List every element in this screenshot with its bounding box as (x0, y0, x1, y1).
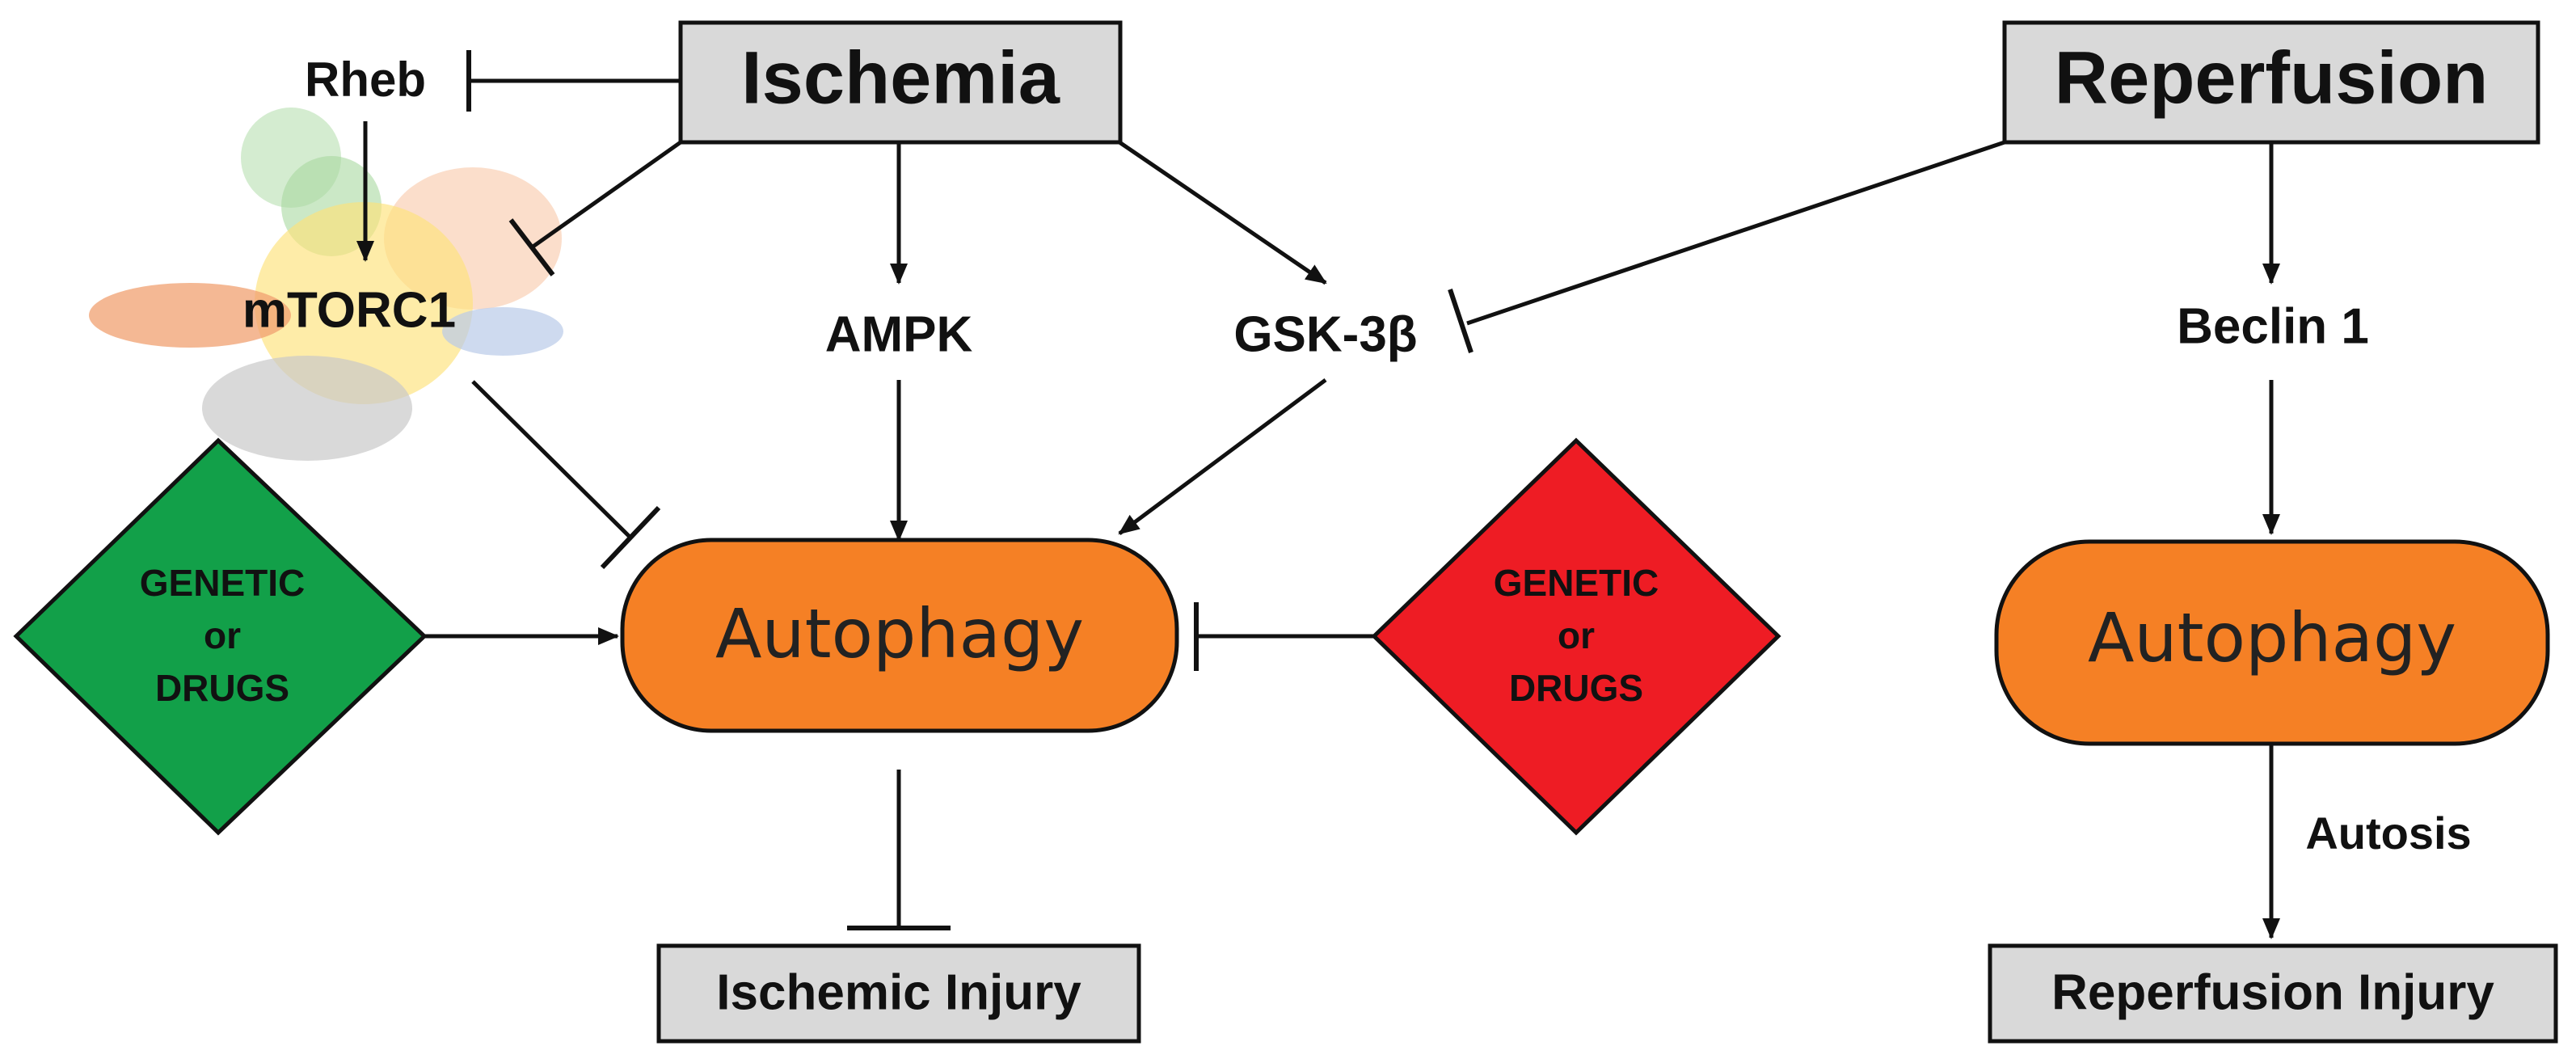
ischemic-injury-label: Ischemic Injury (716, 964, 1081, 1020)
inhibit-bar-gsk3b (1448, 289, 1474, 353)
rheb-label: Rheb (305, 53, 426, 107)
reperfusion-box: Reperfusion (2002, 20, 2540, 145)
autophagy-right-label: Autophagy (2088, 598, 2456, 677)
gsk3b-label: GSK-3β (1233, 306, 1417, 362)
ischemic-injury-box: Ischemic Injury (656, 943, 1141, 1044)
autophagy-left-label: Autophagy (715, 594, 1084, 673)
reperfusion-injury-box: Reperfusion Injury (1988, 943, 2558, 1044)
inhibit-bar-autophagy-mtorc1 (600, 505, 661, 570)
autophagy-right-node: Autophagy (1994, 539, 2550, 746)
ischemia-box: Ischemia (678, 20, 1123, 145)
green-diamond: GENETIC or DRUGS (13, 437, 428, 836)
edge-ischemia-to-gsk3b (1118, 140, 1327, 285)
edge-ischemia-inhibits-mtorc1 (530, 140, 682, 250)
autosis-label: Autosis (2305, 808, 2471, 858)
red-diamond-line-2: or (1558, 614, 1595, 656)
green-diamond-line-1: GENETIC (140, 562, 305, 604)
green-diamond-line-3: DRUGS (155, 667, 289, 709)
autophagy-left-node: Autophagy (620, 538, 1179, 733)
beclin1-label: Beclin 1 (2177, 298, 2369, 354)
connectors (356, 50, 2280, 939)
edge-gsk3b-to-autophagy (1118, 378, 1327, 536)
reperfusion-label: Reperfusion (2055, 36, 2489, 119)
ampk-label: AMPK (825, 306, 973, 362)
ischemia-label: Ischemia (741, 36, 1060, 119)
red-diamond-line-3: DRUGS (1509, 667, 1643, 709)
edge-reperfusion-inhibits-gsk3b (1466, 140, 2005, 326)
inhibit-bar-mtorc1 (508, 218, 555, 276)
green-diamond-line-2: or (204, 614, 241, 656)
red-diamond: GENETIC or DRUGS (1371, 437, 1781, 836)
edge-mtorc1-inhibits-autophagy (471, 380, 632, 539)
reperfusion-injury-label: Reperfusion Injury (2051, 964, 2494, 1020)
red-diamond-line-1: GENETIC (1494, 562, 1659, 604)
mtorc1-label: mTORC1 (242, 282, 456, 338)
mtorc1-complex-decoration (89, 108, 563, 461)
